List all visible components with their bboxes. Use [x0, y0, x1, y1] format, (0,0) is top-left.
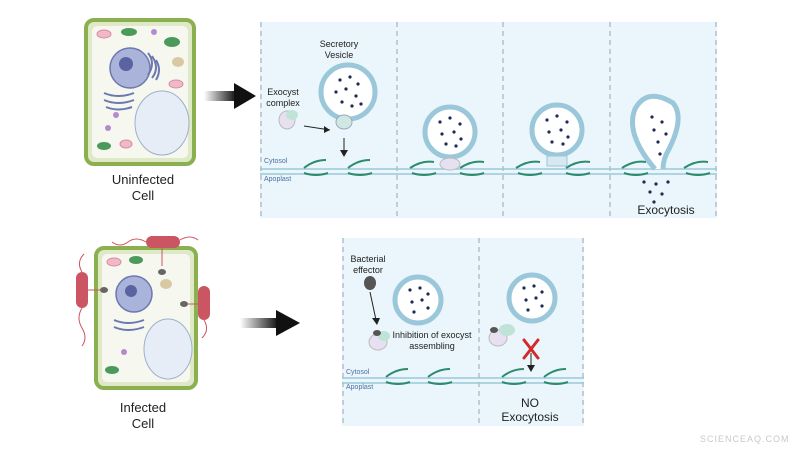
infected-cell-caption: Infected Cell [119, 400, 167, 431]
uninfected-cell-caption: Uninfected Cell [111, 172, 175, 203]
apoplast-label: Apoplast [346, 384, 374, 391]
block-x-icon [522, 338, 540, 360]
cytosol-label: Cytosol [264, 158, 288, 165]
inhibition-label: Inhibition of exocyst assembling [392, 330, 472, 351]
vacuole [134, 90, 190, 156]
bacterium [76, 272, 88, 308]
bottom-panel-diagram [342, 238, 584, 426]
cytosol-label: Cytosol [346, 369, 370, 376]
plasma-membrane [260, 168, 717, 175]
secretory-vesicle-label: Secretory Vesicle [319, 39, 359, 60]
arrow-right-icon [240, 310, 300, 336]
exocytosis-label: Exocytosis [637, 203, 695, 217]
apoplast-label: Apoplast [264, 176, 292, 183]
exocyst-complex-label: Exocyst complex [266, 87, 300, 108]
arrow-right-icon [204, 83, 256, 109]
bacterium [146, 236, 180, 248]
uninfected-cell-illustration [84, 18, 196, 166]
bacterium [198, 286, 210, 320]
no-exocytosis-label: NO Exocytosis [501, 396, 559, 424]
watermark: SCIENCEAQ.COM [700, 434, 790, 444]
top-panel-diagram [260, 22, 717, 218]
infected-cell-illustration [76, 236, 210, 390]
bacterial-effector-label: Bacterial effector [350, 254, 386, 275]
